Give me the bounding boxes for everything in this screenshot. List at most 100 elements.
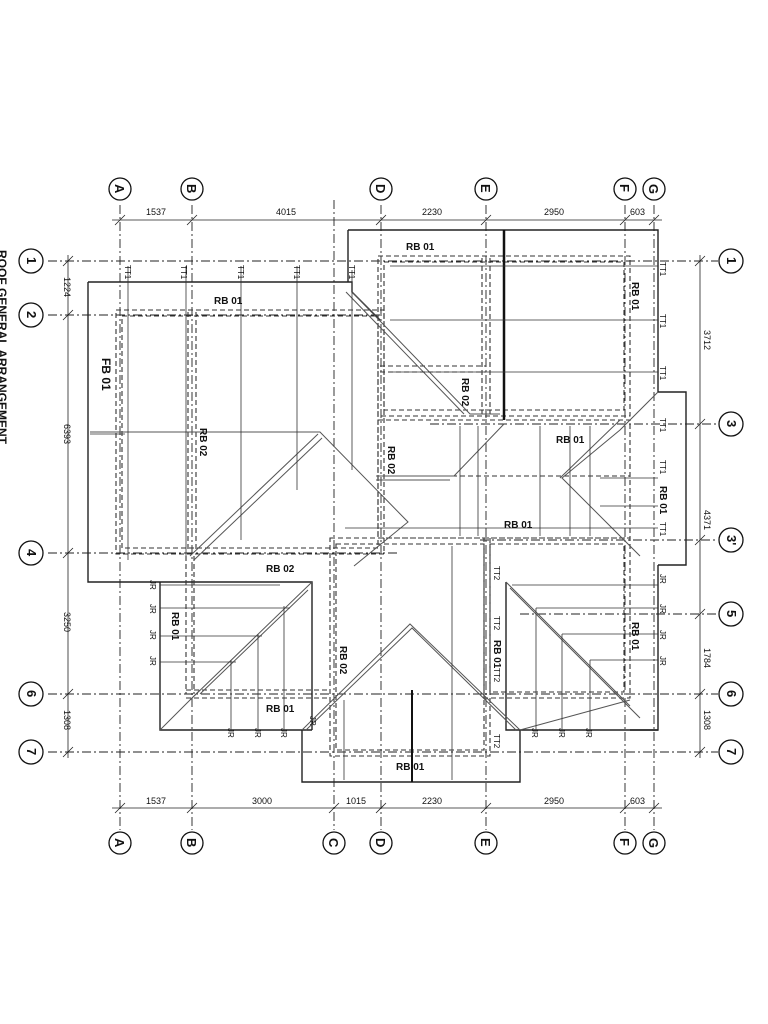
grid-bubbles-right: 1 3 3' 5 6 7 xyxy=(718,248,744,765)
rb01-label-right-upper: RB 01 xyxy=(629,282,640,311)
tt2-label: TT2 xyxy=(492,734,501,749)
dim-top-4: 2950 xyxy=(544,207,564,217)
dim-bottom-4: 2230 xyxy=(422,796,442,806)
rb02-label-mid: RB 02 xyxy=(385,446,396,475)
grid-bubbles-bottom: A B C D E F G xyxy=(108,831,666,855)
dims-top: 1537 4015 2230 2950 603 xyxy=(146,207,645,217)
grid-bottom-G: G xyxy=(646,838,661,848)
dim-top-2: 4015 xyxy=(276,207,296,217)
drawing-title: ROOF GENERAL ARRANGEMENT xyxy=(0,250,9,445)
rb01-label-lower-left: RB 01 xyxy=(266,704,295,715)
dims-left: 1224 6393 3250 1308 xyxy=(62,277,72,730)
dim-right-2: 4371 xyxy=(702,510,712,530)
grid-right-7: 7 xyxy=(724,748,739,755)
dim-bottom-5: 2950 xyxy=(544,796,564,806)
tt1-label: TT1 xyxy=(658,366,667,381)
grid-bottom-A: A xyxy=(112,838,127,848)
jr-label: JR xyxy=(658,604,667,614)
grid-bubbles-top: A B D E F G xyxy=(108,177,666,201)
grid-left-1: 1 xyxy=(24,257,39,264)
jr-label: JR xyxy=(557,728,566,738)
beam-frames xyxy=(115,255,631,757)
grid-left-7: 7 xyxy=(24,748,39,755)
dim-top-5: 603 xyxy=(630,207,645,217)
dim-top-3: 2230 xyxy=(422,207,442,217)
rb01-label-top-left: RB 01 xyxy=(214,296,243,307)
rb01-label-vertical-right: RB 01 xyxy=(629,622,640,651)
tt1-label: TT1 xyxy=(236,265,245,280)
jr-label: JR xyxy=(584,728,593,738)
grid-right-5: 5 xyxy=(724,610,739,617)
grid-bottom-B: B xyxy=(184,838,199,847)
dim-right-3: 1784 xyxy=(702,648,712,668)
grid-left-4: 4 xyxy=(24,549,39,557)
dim-left-1: 1224 xyxy=(62,277,72,297)
grid-bubbles-left: 1 2 4 6 7 xyxy=(18,248,44,765)
rb01-label-vertical-mid: RB 01 xyxy=(491,640,502,669)
horizontal-grid-lines xyxy=(48,260,718,753)
jr-label: JR xyxy=(148,630,157,640)
grid-top-G: G xyxy=(646,184,661,194)
tt-labels: TT1 TT1 TT1 TT1 TT1 TT1 TT1 TT1 TT1 TT1 … xyxy=(123,262,667,749)
tt2-label: TT2 xyxy=(492,668,501,683)
dims-right: 3712 4371 1784 1308 xyxy=(702,330,712,730)
jr-labels: JR JR JR JR JR JR JR JR JR JR JR JR JR J… xyxy=(148,574,667,738)
dim-bottom-6: 603 xyxy=(630,796,645,806)
grid-top-E: E xyxy=(478,184,493,193)
rafter-lines xyxy=(90,265,658,780)
rb01-label-top-right: RB 01 xyxy=(406,242,435,253)
jr-label: JR xyxy=(148,580,157,590)
jr-label: JR xyxy=(308,716,317,726)
jr-label: JR xyxy=(530,728,539,738)
rb01-label-bottom: RB 01 xyxy=(396,762,425,773)
jr-label: JR xyxy=(148,656,157,666)
grid-top-A: A xyxy=(112,184,127,194)
tt1-label: TT1 xyxy=(658,460,667,475)
jr-label: JR xyxy=(658,574,667,584)
vertical-grid-lines xyxy=(119,200,655,830)
grid-right-3: 3 xyxy=(724,420,739,427)
jr-label: JR xyxy=(658,656,667,666)
jr-label: JR xyxy=(148,604,157,614)
tt1-label: TT1 xyxy=(658,418,667,433)
rb02-label-diag: RB 02 xyxy=(459,378,470,407)
tt1-label: TT1 xyxy=(292,265,301,280)
rb01-label-vertical-left: RB 01 xyxy=(169,612,180,641)
rb02-label-lower-left: RB 02 xyxy=(266,564,295,575)
tt1-label: TT1 xyxy=(347,265,356,280)
grid-left-6: 6 xyxy=(24,690,39,697)
grid-bottom-C: C xyxy=(326,838,341,848)
grid-right-1: 1 xyxy=(724,257,739,264)
grid-left-2: 2 xyxy=(24,311,39,318)
grid-bottom-E: E xyxy=(478,838,493,847)
dim-left-3: 3250 xyxy=(62,612,72,632)
tt1-label: TT1 xyxy=(179,265,188,280)
tt1-label: TT1 xyxy=(123,265,132,280)
tt2-label: TT2 xyxy=(492,616,501,631)
dim-bottom-1: 1537 xyxy=(146,796,166,806)
dim-right-1: 3712 xyxy=(702,330,712,350)
grid-right-3prime: 3' xyxy=(724,535,739,545)
dim-top-1: 1537 xyxy=(146,207,166,217)
beam-labels: RB 01 RB 01 FB 01 RB 02 RB 02 RB 02 RB 0… xyxy=(99,242,668,773)
roof-outlines xyxy=(87,229,687,783)
grid-bottom-D: D xyxy=(373,838,388,847)
fb01-label: FB 01 xyxy=(99,358,113,391)
tt1-label: TT1 xyxy=(658,262,667,277)
dim-left-4: 1308 xyxy=(62,710,72,730)
grid-top-F: F xyxy=(617,184,632,192)
jr-label: JR xyxy=(253,728,262,738)
grid-top-B: B xyxy=(184,184,199,193)
tt2-label: TT2 xyxy=(492,566,501,581)
grid-bottom-F: F xyxy=(617,838,632,846)
rb02-label-left: RB 02 xyxy=(197,428,208,457)
rb01-label-center: RB 01 xyxy=(504,520,533,531)
dim-bottom-3: 1015 xyxy=(346,796,366,806)
grid-top-D: D xyxy=(373,184,388,193)
rb01-label-mid-right: RB 01 xyxy=(556,435,585,446)
rb01-label-right-mid: RB 01 xyxy=(657,486,668,515)
dim-right-4: 1308 xyxy=(702,710,712,730)
tt1-label: TT1 xyxy=(658,314,667,329)
rb02-label-lower-mid: RB 02 xyxy=(337,646,348,675)
jr-label: JR xyxy=(279,728,288,738)
